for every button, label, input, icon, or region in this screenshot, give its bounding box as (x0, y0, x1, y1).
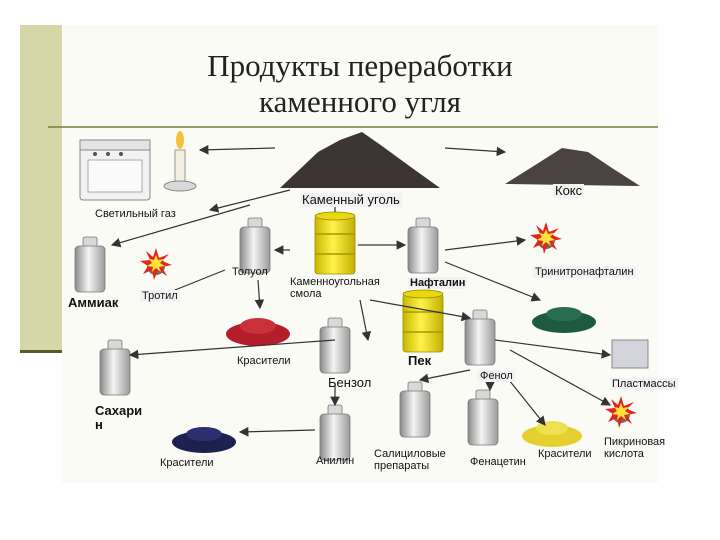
page-title-line-1: Продукты переработки (207, 48, 513, 83)
label-dyes-blue: Красители (160, 457, 214, 469)
candle-icon (163, 131, 197, 192)
label-dyes-yellow: Красители (538, 448, 592, 460)
drum-icon-pitch (402, 289, 444, 353)
label-benzene: Бензол (328, 375, 372, 390)
label-phenacetin: Фенацетин (470, 456, 526, 468)
label-phenol: Фенол (478, 370, 515, 382)
pellets-icon-green (532, 307, 596, 333)
label-pitch: Пек (408, 353, 432, 368)
label-plastics: Пластмассы (610, 378, 678, 390)
coal-pile-icon (280, 132, 440, 188)
label-salicylic: Салициловые препараты (374, 448, 446, 472)
label-naphthalene: Нафталин (408, 277, 468, 289)
page-title-line-2: каменного угля (259, 84, 461, 119)
plastic-sample-icon (611, 339, 649, 369)
left-band-bottom (20, 350, 62, 353)
label-picric-acid: Пикриновая кислота (604, 436, 666, 460)
label-aniline: Анилин (316, 455, 355, 467)
label-dyes-red: Красители (237, 355, 291, 367)
label-gas: Светильный газ (95, 208, 176, 220)
label-saccharin: Сахари н (95, 403, 143, 432)
label-coal: Каменный уголь (300, 192, 402, 207)
label-ammonia: Аммиак (68, 295, 119, 310)
label-coke: Кокс (553, 183, 585, 198)
drum-icon-tar (314, 211, 356, 275)
stove-icon (79, 139, 151, 201)
left-band (20, 25, 62, 353)
flow-arrows (110, 144, 612, 437)
content-area (62, 25, 658, 483)
pellets-icon-red (226, 318, 290, 346)
label-tar: Каменноугольная смола (290, 276, 380, 300)
coke-pile-icon (505, 148, 640, 186)
label-trinitronaphthalene: Тринитронафталин (533, 266, 636, 278)
pellets-icon-navy (172, 427, 236, 453)
label-toluene: Толуол (232, 266, 268, 278)
label-trotyl: Тротил (140, 290, 180, 302)
